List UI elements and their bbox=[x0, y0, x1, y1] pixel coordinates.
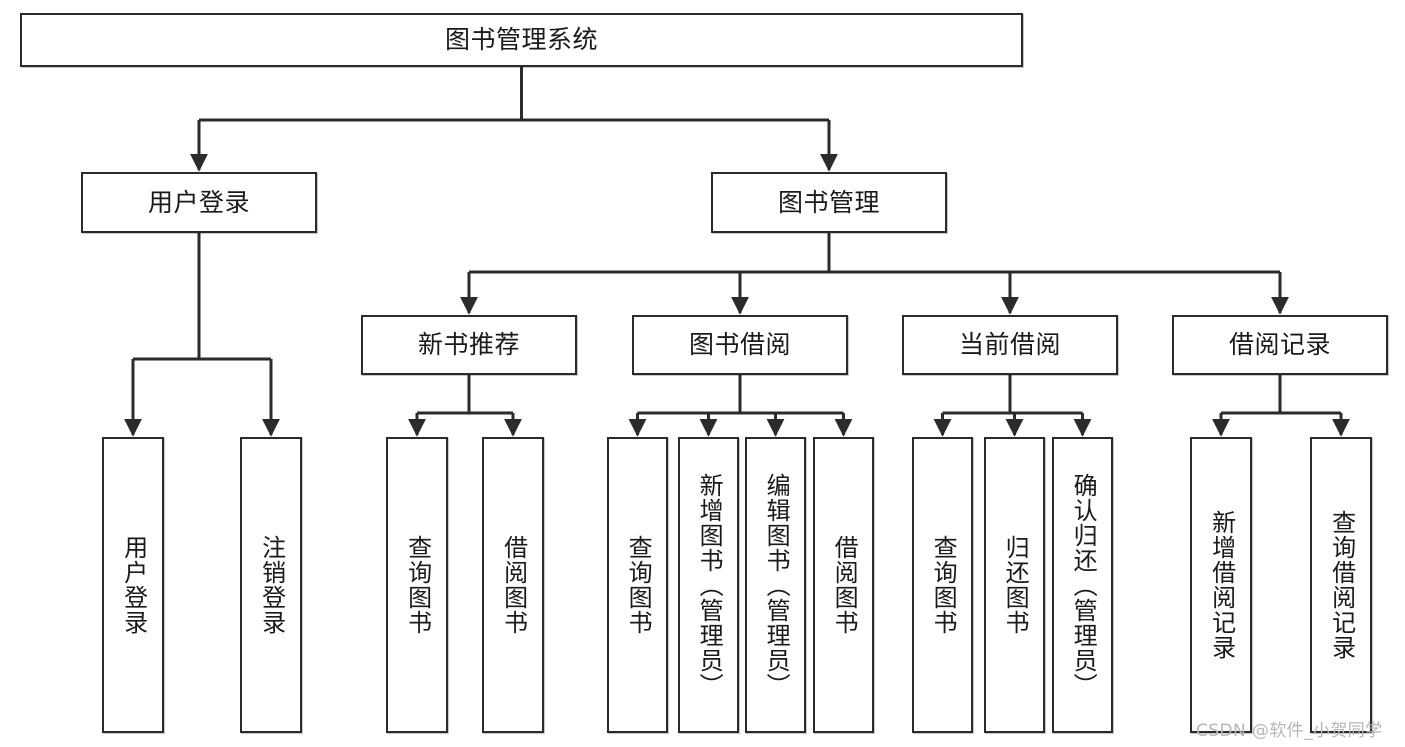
leaf-borrow-book-1[interactable]: 借阅图书 bbox=[482, 437, 544, 733]
node-new-book-recommend-label: 新书推荐 bbox=[417, 330, 520, 360]
leaf-query-book-3-label: 查询图书 bbox=[929, 535, 958, 635]
leaf-logout-label: 注销登录 bbox=[257, 535, 286, 635]
node-borrow-record-label: 借阅记录 bbox=[1228, 330, 1331, 360]
leaf-user-login[interactable]: 用户登录 bbox=[102, 437, 164, 733]
node-book-manage[interactable]: 图书管理 bbox=[711, 172, 947, 233]
leaf-query-book-1[interactable]: 查询图书 bbox=[386, 437, 448, 733]
node-book-borrow[interactable]: 图书借阅 bbox=[632, 315, 848, 375]
node-new-book-recommend[interactable]: 新书推荐 bbox=[361, 315, 577, 375]
node-user-login-label: 用户登录 bbox=[147, 187, 250, 217]
leaf-add-record-label: 新增借阅记录 bbox=[1207, 510, 1236, 660]
leaf-logout[interactable]: 注销登录 bbox=[240, 437, 302, 733]
node-root[interactable]: 图书管理系统 bbox=[20, 13, 1023, 67]
node-current-borrow[interactable]: 当前借阅 bbox=[902, 315, 1118, 375]
leaf-query-book-2-label: 查询图书 bbox=[624, 535, 653, 635]
leaf-return-book[interactable]: 归还图书 bbox=[984, 437, 1045, 733]
leaf-add-book[interactable]: 新增图书（管理员） bbox=[678, 437, 739, 733]
leaf-query-book-2[interactable]: 查询图书 bbox=[607, 437, 668, 733]
leaf-return-book-label: 归还图书 bbox=[1001, 535, 1030, 635]
leaf-borrow-book-2-label: 借阅图书 bbox=[830, 535, 859, 635]
node-current-borrow-label: 当前借阅 bbox=[958, 330, 1061, 360]
leaf-edit-book[interactable]: 编辑图书（管理员） bbox=[745, 437, 806, 733]
node-book-borrow-label: 图书借阅 bbox=[688, 330, 791, 360]
leaf-borrow-book-2[interactable]: 借阅图书 bbox=[813, 437, 874, 733]
node-book-manage-label: 图书管理 bbox=[777, 187, 880, 217]
leaf-query-record-label: 查询借阅记录 bbox=[1327, 510, 1356, 660]
leaf-user-login-label: 用户登录 bbox=[119, 535, 148, 635]
leaf-query-book-1-label: 查询图书 bbox=[403, 535, 432, 635]
leaf-confirm-return[interactable]: 确认归还（管理员） bbox=[1052, 437, 1113, 733]
leaf-borrow-book-1-label: 借阅图书 bbox=[499, 535, 528, 635]
node-borrow-record[interactable]: 借阅记录 bbox=[1172, 315, 1388, 375]
node-root-label: 图书管理系统 bbox=[444, 25, 598, 55]
leaf-edit-book-label: 编辑图书（管理员） bbox=[762, 472, 791, 698]
leaf-confirm-return-label: 确认归还（管理员） bbox=[1069, 472, 1098, 698]
csdn-watermark: CSDN @软件_小贺同学 bbox=[1196, 721, 1383, 741]
leaf-query-record[interactable]: 查询借阅记录 bbox=[1310, 437, 1372, 733]
leaf-add-record[interactable]: 新增借阅记录 bbox=[1190, 437, 1252, 733]
node-user-login[interactable]: 用户登录 bbox=[81, 172, 317, 233]
leaf-add-book-label: 新增图书（管理员） bbox=[695, 472, 724, 698]
leaf-query-book-3[interactable]: 查询图书 bbox=[912, 437, 973, 733]
